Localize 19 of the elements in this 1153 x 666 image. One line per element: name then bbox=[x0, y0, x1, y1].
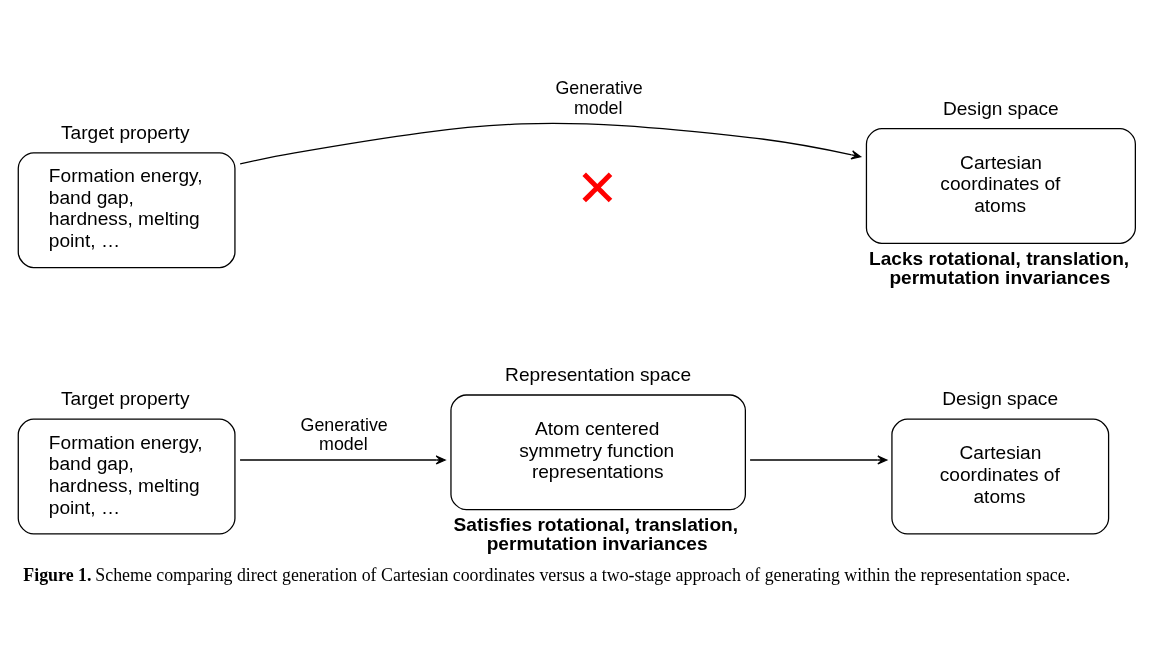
node-label: Representation space bbox=[505, 363, 692, 385]
node-box: Cartesian coordinates of atoms bbox=[865, 127, 1136, 244]
label: ✕ bbox=[576, 159, 620, 217]
node-label: Satisfies rotational, translation, permutation invariances bbox=[453, 513, 739, 554]
arrow bbox=[749, 454, 888, 465]
arrow bbox=[239, 454, 446, 465]
node-label: Target property bbox=[60, 121, 190, 143]
caption: Figure 1. Scheme comparing direct generation of Cartesian coordinates versus a two-stage approach of generating within the representation space. bbox=[23, 564, 1071, 585]
edge-label: Generative model bbox=[300, 414, 388, 454]
node-box: Formation energy, band gap, hardness, melting point, … bbox=[17, 151, 236, 268]
node-box: Atom centered symmetry function representations bbox=[450, 393, 746, 510]
node-label: Lacks rotational, translation, permutation invariances bbox=[868, 247, 1130, 288]
edge-label: Generative model bbox=[555, 77, 643, 118]
node-label: Design space bbox=[942, 97, 1059, 119]
arrow bbox=[239, 122, 862, 165]
node-box: Formation energy, band gap, hardness, melting point, … bbox=[17, 418, 236, 535]
node-box: Cartesian coordinates of atoms bbox=[891, 418, 1110, 535]
node-label: Design space bbox=[942, 387, 1059, 409]
node-label: Target property bbox=[60, 387, 190, 409]
